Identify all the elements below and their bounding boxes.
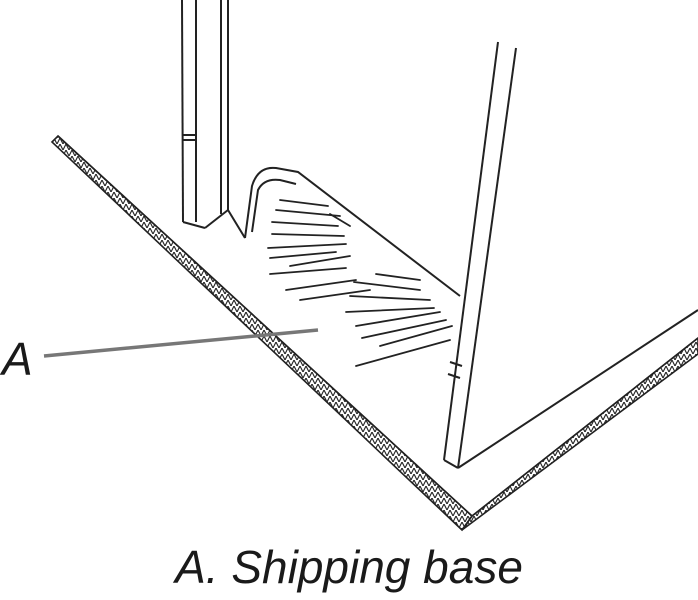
figure-caption: A. Shipping base (175, 541, 523, 593)
callout-label-a: A (2, 333, 33, 385)
left-post (181, 0, 229, 229)
base-hatching (267, 199, 453, 367)
base-corrugated-edge (50, 134, 698, 532)
right-frame (443, 41, 698, 469)
callout-leader-line (43, 328, 319, 358)
shipping-base (57, 135, 698, 518)
base-tab (227, 166, 461, 297)
